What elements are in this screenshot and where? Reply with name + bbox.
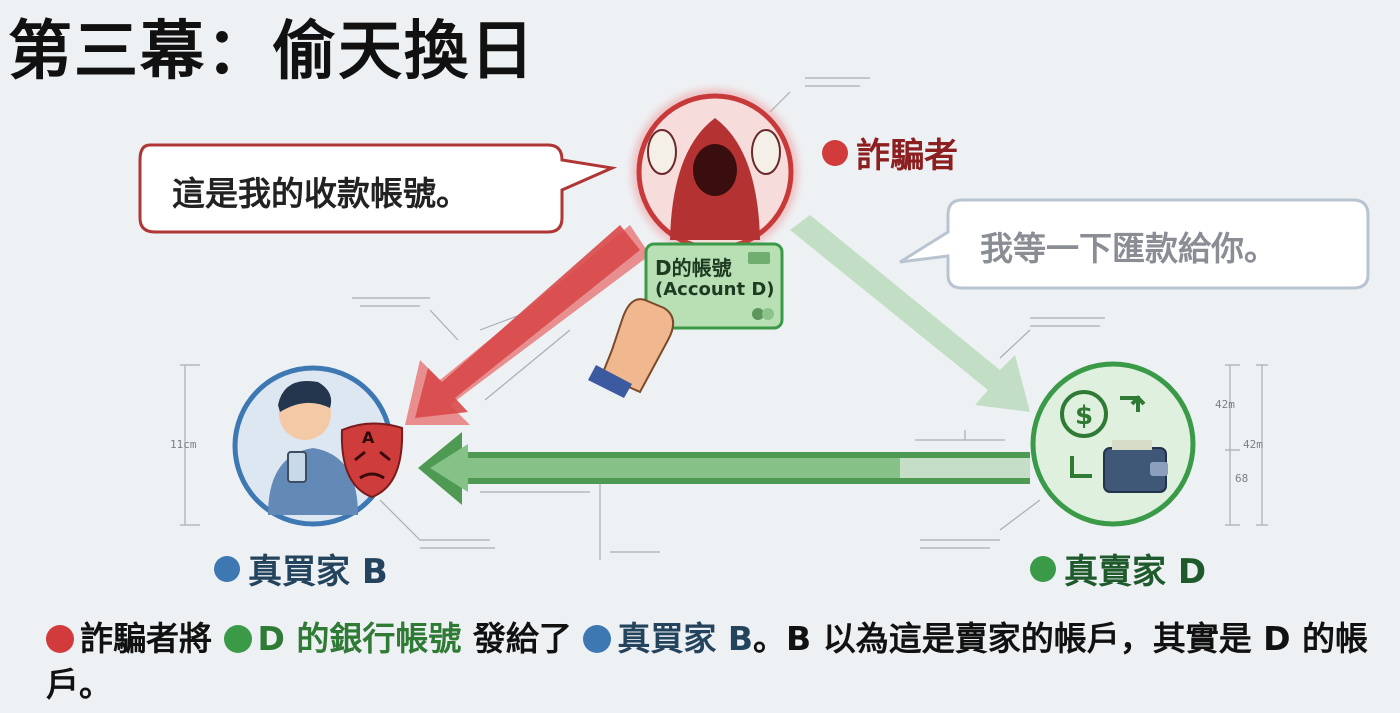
green-dot-icon — [1030, 555, 1056, 582]
seller-label-text: 真賣家 D — [1064, 552, 1207, 592]
buyer-node — [232, 365, 394, 527]
card-account-title: D的帳號 — [655, 256, 732, 280]
dimension-left: 11cm — [170, 438, 197, 451]
footer-part2: D 的銀行帳號 — [257, 619, 462, 658]
red-dot-icon — [46, 625, 74, 653]
mask-letter: A — [362, 428, 375, 447]
red-dot-icon — [822, 139, 848, 166]
buyer-label: 真買家 B — [214, 544, 388, 593]
seller-node: $ — [1030, 361, 1196, 527]
dimension-right-mid: 42m — [1243, 438, 1263, 451]
footer-part5: 。B 以為這是賣家的帳戶，其實是 D 的帳戶。 — [46, 619, 1369, 704]
fraudster-label-text: 詐騙者 — [856, 136, 958, 176]
dimension-right-bottom: 68 — [1235, 472, 1249, 485]
footer-part4: 真買家 B — [617, 619, 754, 658]
buyer-label-text: 真買家 B — [248, 552, 388, 592]
buyer-speech: 我等一下匯款給你。 — [980, 229, 1277, 268]
dimension-right-top: 42m — [1215, 398, 1235, 411]
theater-mask — [340, 422, 404, 499]
blue-dot-icon — [214, 555, 240, 582]
speech-bubble-left — [138, 143, 618, 234]
footer-caption: 詐騙者將 D 的銀行帳號 發給了 真買家 B。B 以為這是賣家的帳戶，其實是 D… — [46, 616, 1391, 708]
seller-label: 真賣家 D — [1030, 544, 1206, 593]
speech-bubble-right — [899, 198, 1370, 290]
blue-dot-icon — [583, 625, 612, 653]
card-account-subtitle: (Account D) — [655, 279, 775, 300]
fraudster-speech: 這是我的收款帳號。 — [172, 174, 469, 213]
fraud-to-seller-arrow — [790, 215, 1030, 412]
footer-part1: 詐騙者將 — [80, 619, 212, 658]
svg-text:$: $ — [1075, 401, 1093, 431]
fraudster-node — [632, 89, 798, 255]
annotation-lines — [180, 77, 1268, 560]
fraud-to-buyer-arrow — [405, 225, 650, 425]
green-dot-icon — [223, 625, 252, 653]
page-title: 第三幕：偷天換日 — [8, 15, 536, 89]
seller-to-buyer-arrow — [418, 432, 1030, 505]
account-card — [644, 242, 784, 330]
fraudster-label: 詐騙者 — [822, 128, 958, 177]
footer-part3: 發給了 — [472, 619, 572, 658]
hand-holding-card — [588, 298, 675, 398]
